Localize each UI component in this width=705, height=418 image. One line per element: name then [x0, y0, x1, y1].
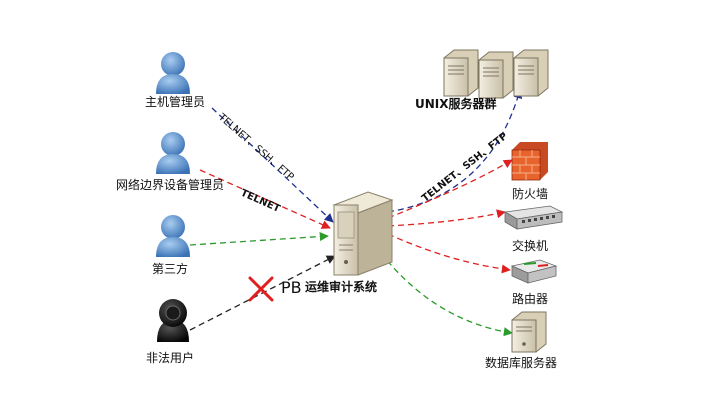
- edge-illegal-user-to-audit: [189, 255, 336, 331]
- edge-audit-to-switch: [387, 209, 506, 227]
- firewall-label: 防火墙: [512, 186, 548, 201]
- host-admin-person-icon: [156, 52, 190, 94]
- router-icon: [510, 259, 558, 284]
- network-admin-label: 网络边界设备管理员: [116, 177, 224, 192]
- host-admin-label: 主机管理员: [145, 94, 205, 109]
- edge-audit-to-firewall: [387, 159, 513, 219]
- edge-audit-to-unix: [387, 89, 523, 213]
- unix-cluster-label: UNIX服务器群: [415, 96, 497, 111]
- protocol-label-left-mid: TELNET: [239, 188, 282, 215]
- protocol-label-right-top: TELNET、SSH、FTP: [420, 131, 510, 205]
- edge-network-admin-to-audit: [199, 169, 331, 229]
- unix-server-cluster-icon: [443, 49, 549, 99]
- db-server-label: 数据库服务器: [485, 355, 557, 370]
- network-admin-person-icon: [156, 132, 190, 174]
- edge-third-party-to-audit: [189, 231, 329, 246]
- illegal-user-person-icon: [157, 299, 189, 342]
- database-server-icon: [511, 311, 547, 353]
- audit-system-prefix: PB: [281, 278, 302, 297]
- edge-host-admin-to-audit: [211, 107, 334, 223]
- edge-audit-to-router: [387, 233, 511, 274]
- illegal-user-label: 非法用户: [146, 350, 194, 365]
- audit-server-icon: [332, 191, 394, 276]
- third-party-person-icon: [156, 215, 190, 257]
- router-label: 路由器: [512, 291, 548, 306]
- audit-system-label: 运维审计系统: [305, 279, 377, 294]
- firewall-icon: [511, 142, 548, 181]
- switch-icon: [503, 205, 564, 230]
- third-party-label: 第三方: [152, 261, 188, 276]
- protocol-label-left-top: TELNET、SSH、FTP: [215, 111, 295, 183]
- switch-label: 交换机: [512, 238, 548, 253]
- blocked-x-icon: [248, 276, 274, 302]
- edge-audit-to-db: [374, 244, 513, 337]
